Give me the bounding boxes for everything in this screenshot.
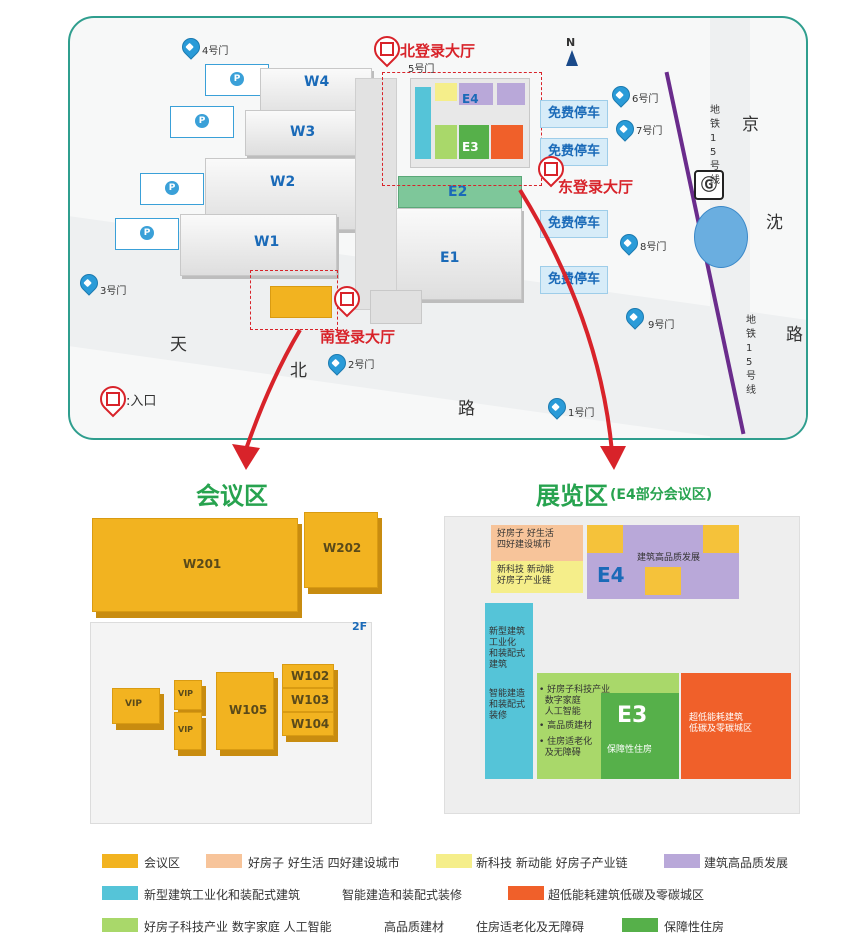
- venue-map: P P P P W4 W3 W2 W1 E4 E3 E2 E1 免费停车 免费停…: [68, 16, 808, 440]
- room-vip: VIP: [174, 712, 202, 750]
- hall-w2-label: W2: [270, 174, 296, 190]
- parking-lot: P: [115, 218, 179, 250]
- gate-3: 3号门: [100, 286, 127, 297]
- hall-e1: [380, 208, 522, 300]
- meeting-center-mini: [270, 286, 332, 318]
- parking-lot: P: [140, 173, 204, 205]
- exhibit-area-3d: 好房子 好生活 四好建设城市 新科技 新动能 好房子产业链 建筑高品质发展 E4…: [444, 516, 800, 814]
- highlight-exhibit: [382, 72, 542, 186]
- north-hall-label: 北登录大厅: [400, 42, 476, 60]
- exhibit-section-title: 展览区: [536, 482, 608, 510]
- legend-swatch: [102, 918, 138, 932]
- legend-swatch: [622, 918, 658, 932]
- room-w102: W102: [282, 664, 334, 688]
- corridor: [355, 78, 397, 310]
- zone-chaodi: [681, 673, 791, 779]
- road-char: 路: [786, 325, 803, 345]
- east-hall-label: 东登录大厅: [558, 178, 634, 196]
- hall-w3-label: W3: [290, 124, 316, 140]
- zone-xinxing: [485, 603, 533, 779]
- zone-haofangzi: [491, 525, 583, 561]
- e4-label: E4: [597, 563, 625, 587]
- gate-4: 4号门: [202, 46, 229, 57]
- legend: 会议区 好房子 好生活 四好建设城市 新科技 新动能 好房子产业链 建筑高品质发…: [0, 840, 864, 942]
- road-char: 沈: [766, 213, 783, 233]
- hall-w3: [245, 110, 367, 156]
- hall-e4-label: E4: [462, 92, 479, 106]
- hall-e1-label: E1: [440, 250, 460, 266]
- room-w105: W105: [216, 672, 274, 750]
- zone-meeting-e4: [645, 567, 681, 595]
- road-char: 北: [290, 361, 307, 381]
- gate-1: 1号门: [568, 408, 595, 419]
- legend-swatch: [206, 854, 242, 868]
- gate-5: 5号门: [408, 64, 435, 75]
- legend-swatch: [508, 886, 544, 900]
- road-char: 路: [458, 399, 475, 419]
- entrance-legend-label: :入口: [126, 394, 157, 409]
- south-hall-label: 南登录大厅: [320, 328, 396, 346]
- road-char: 京: [742, 115, 759, 135]
- legend-swatch: [102, 854, 138, 868]
- zone-meeting-e4: [587, 525, 623, 553]
- legend-swatch: [102, 886, 138, 900]
- gate-9: 9号门: [648, 320, 675, 331]
- compass-arrow-icon: [566, 50, 578, 66]
- room-w104: W104: [282, 712, 334, 736]
- hall-e2: [398, 176, 522, 208]
- hall-e3-label: E3: [462, 140, 479, 154]
- legend-swatch: [664, 854, 700, 868]
- gate-8: 8号门: [640, 242, 667, 253]
- room-w202: W202: [304, 512, 378, 588]
- parking-lot: P: [170, 106, 234, 138]
- zone-baozhang: [601, 693, 679, 779]
- legend-swatch: [436, 854, 472, 868]
- hall-w1-label: W1: [254, 234, 280, 250]
- hall-w1: [180, 214, 337, 276]
- parking-lot: P: [205, 64, 269, 96]
- e3-label: E3: [617, 703, 648, 728]
- room-vip: VIP: [112, 688, 160, 724]
- floor-label: 2F: [352, 620, 368, 633]
- free-parking: 免费停车: [540, 266, 608, 294]
- red-arrows: [232, 188, 626, 470]
- gate-6: 6号门: [632, 94, 659, 105]
- gate-2: 2号门: [348, 360, 375, 371]
- room-w201: W201: [92, 518, 298, 612]
- hall-w4-label: W4: [304, 74, 330, 90]
- hall-e2-label: E2: [448, 184, 468, 200]
- gate-7: 7号门: [636, 126, 663, 137]
- compass-n: N: [566, 36, 576, 49]
- hall-e4-e3-block: [410, 78, 530, 168]
- meeting-area-3d: W201 W202 2F VIP VIP VIP W105 W102 W103 …: [86, 512, 386, 832]
- zone-meeting-e4: [703, 525, 739, 553]
- south-building: [370, 290, 422, 324]
- free-parking: 免费停车: [540, 210, 608, 238]
- metro-station: [694, 206, 748, 268]
- room-vip: VIP: [174, 680, 202, 710]
- room-w103: W103: [282, 688, 334, 712]
- metro-logo-icon: Ⓖ: [694, 170, 724, 200]
- free-parking: 免费停车: [540, 100, 608, 128]
- zone-xinkeji: [491, 561, 583, 593]
- road-char: 天: [170, 335, 187, 355]
- exhibit-section-subtitle: (E4部分会议区): [610, 487, 713, 503]
- meeting-section-title: 会议区: [196, 482, 268, 510]
